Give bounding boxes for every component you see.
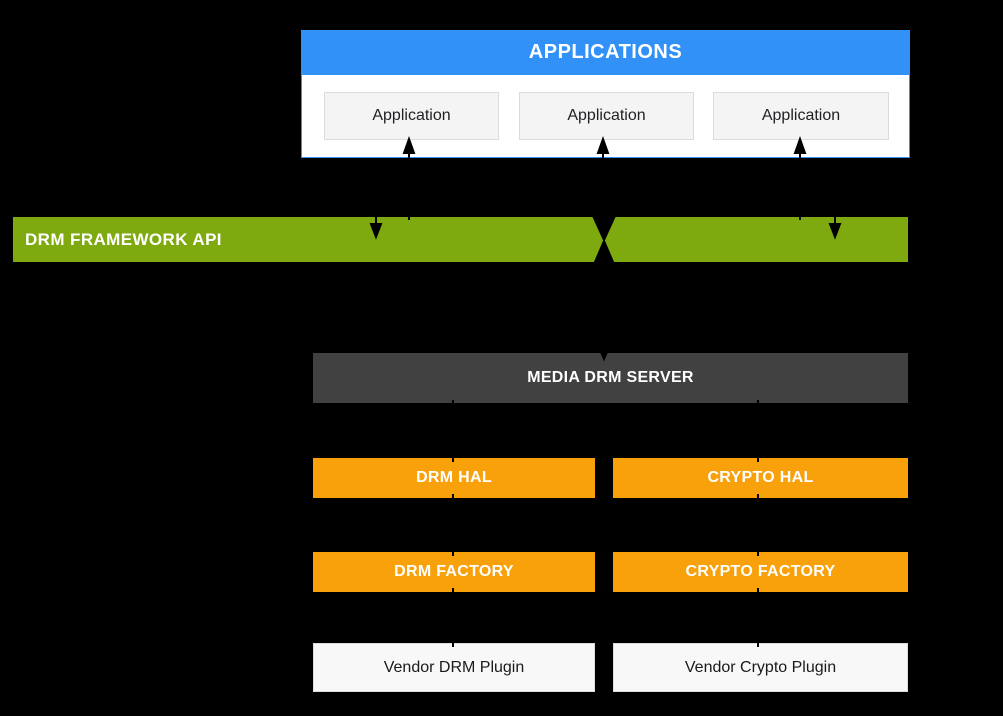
crypto-hal-box: CRYPTO HAL — [613, 458, 908, 498]
drm-framework-api-bar: DRM FRAMEWORK API — [13, 217, 908, 262]
application-box-1: Application — [324, 92, 499, 140]
crypto-factory-box: CRYPTO FACTORY — [613, 552, 908, 592]
application-box-2: Application — [519, 92, 694, 140]
drm-framework-api-label: DRM FRAMEWORK API — [25, 229, 222, 249]
drm-hal-box: DRM HAL — [313, 458, 595, 498]
applications-header: APPLICATIONS — [301, 30, 910, 75]
media-drm-server-bar: MEDIA DRM SERVER — [313, 353, 908, 403]
vendor-drm-plugin-box: Vendor DRM Plugin — [313, 643, 595, 692]
application-box-3: Application — [713, 92, 889, 140]
drm-factory-box: DRM FACTORY — [313, 552, 595, 592]
vendor-crypto-plugin-box: Vendor Crypto Plugin — [613, 643, 908, 692]
